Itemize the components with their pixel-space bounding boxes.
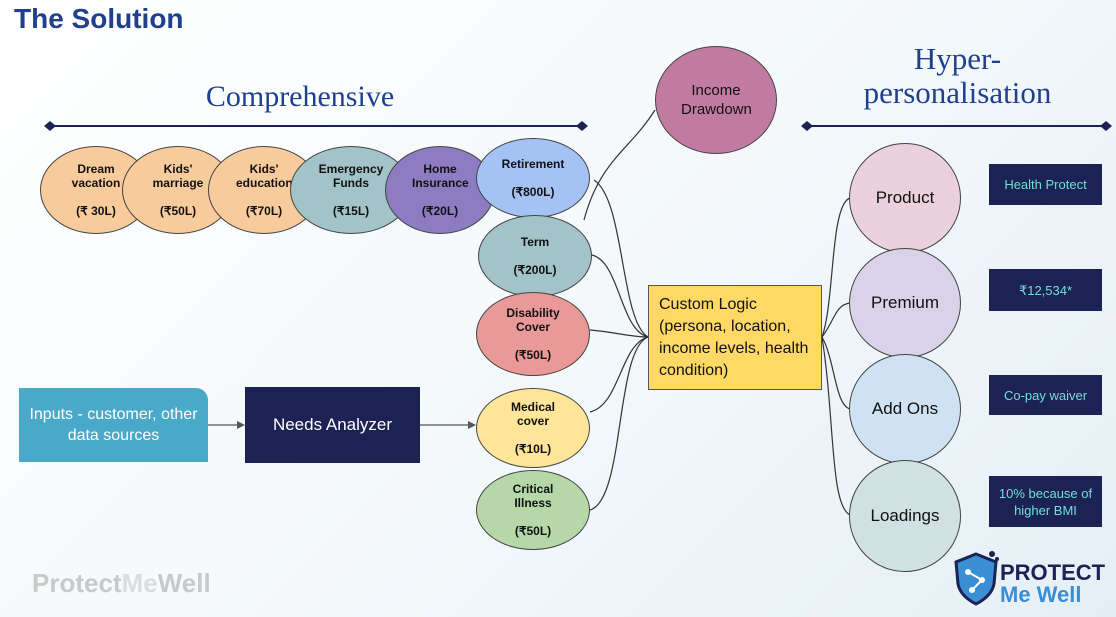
cover-disability: Disability Cover (₹50L) xyxy=(476,292,590,376)
custom-logic-box: Custom Logic (persona, location, income … xyxy=(648,285,822,390)
badge-premium-value: ₹12,534* xyxy=(989,269,1102,311)
personalisation-premium: Premium xyxy=(849,248,961,358)
badge-addons-value: Co-pay waiver xyxy=(989,375,1102,415)
needs-analyzer-box: Needs Analyzer xyxy=(245,387,420,463)
goal-emergency-funds: Emergency Funds (₹15L) xyxy=(290,146,412,234)
cover-term: Term (₹200L) xyxy=(478,215,592,297)
inputs-box: Inputs - customer, other data sources xyxy=(19,388,208,462)
personalisation-product: Product xyxy=(849,143,961,253)
hyper-personalisation-title: Hyper- personalisation xyxy=(863,41,1052,110)
shield-logo-icon xyxy=(954,551,999,606)
goal-kids-marriage: Kids' marriage (₹50L) xyxy=(122,146,234,234)
personalisation-add-ons: Add Ons xyxy=(849,354,961,464)
comprehensive-title: Comprehensive xyxy=(205,80,395,113)
goal-retirement: Retirement (₹800L) xyxy=(476,138,590,218)
cover-medical: Medical cover (₹10L) xyxy=(476,388,590,468)
personalisation-loadings: Loadings xyxy=(849,460,961,572)
income-drawdown: Income Drawdown xyxy=(655,46,777,154)
cover-critical-illness: Critical Illness (₹50L) xyxy=(476,470,590,550)
badge-product-value: Health Protect xyxy=(989,164,1102,205)
logo-text: PROTECT Me Well xyxy=(1000,560,1106,607)
brand-wordmark: ProtectMeWell xyxy=(32,568,211,598)
goal-home-insurance: Home Insurance (₹20L) xyxy=(385,146,495,234)
page-title: The Solution xyxy=(14,3,184,34)
badge-loadings-value: 10% because of higher BMI xyxy=(989,476,1102,527)
